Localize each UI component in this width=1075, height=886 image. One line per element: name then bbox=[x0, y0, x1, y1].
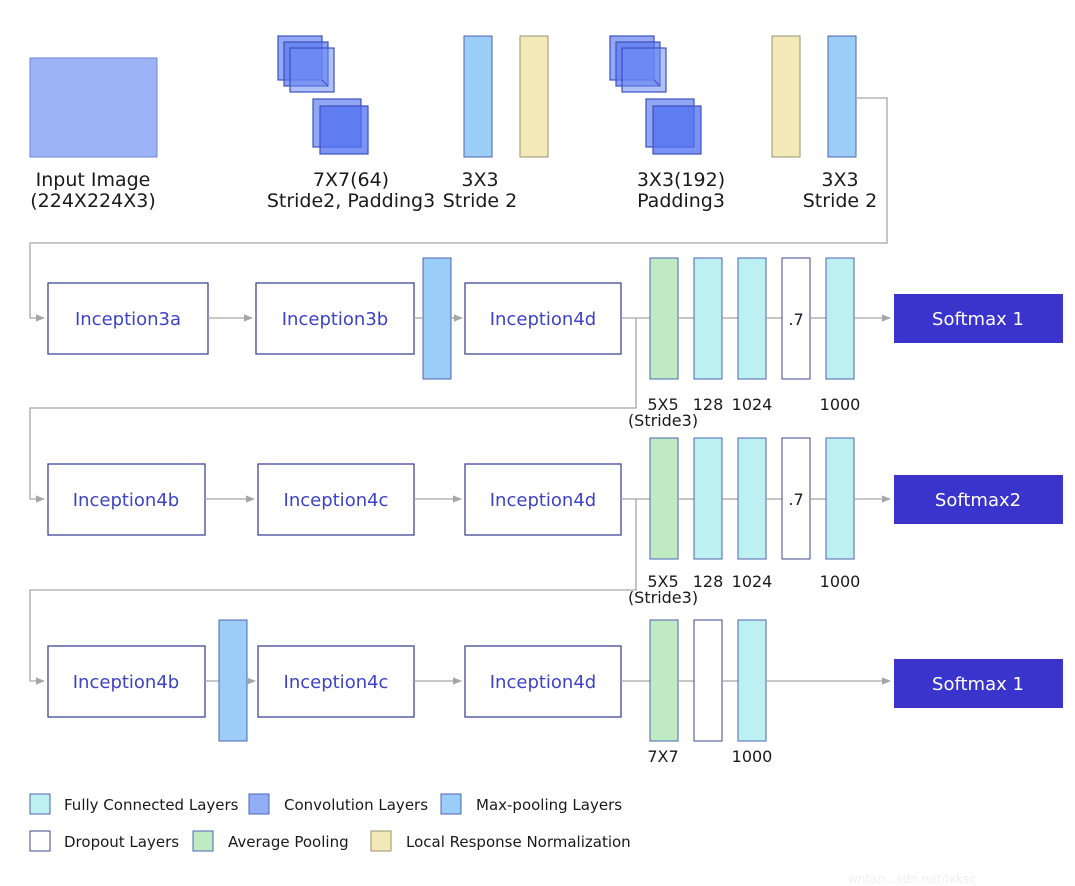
aux2-pool-size: 5X5 bbox=[647, 572, 678, 591]
dropout-aux1 bbox=[781, 257, 811, 380]
inception4c-label: Inception4c bbox=[284, 490, 389, 511]
softmax1-box bbox=[894, 294, 1063, 343]
inception4d-box bbox=[464, 463, 622, 536]
legend-label-max-pooling: Max-pooling Layers bbox=[476, 796, 622, 814]
avgpool-aux2 bbox=[649, 437, 679, 560]
conv1-layer-stack bbox=[277, 35, 369, 155]
input-label-2: (224X224X3) bbox=[30, 190, 155, 212]
aux1-fc3-size: 1000 bbox=[820, 395, 861, 414]
inception4b-label: Inception4b bbox=[73, 490, 179, 511]
fc-128-aux2 bbox=[693, 437, 723, 560]
fc-1024-aux1 bbox=[737, 257, 767, 380]
inception4b-box bbox=[47, 463, 206, 536]
pool2-label-1: 3X3 bbox=[821, 169, 858, 191]
maxpool-2 bbox=[827, 35, 857, 158]
legend-label-lrn: Local Response Normalization bbox=[406, 833, 631, 851]
maxpool-3 bbox=[422, 257, 452, 380]
row-2: Inception4b Inception4c Inception4d .7 S… bbox=[29, 437, 1063, 685]
main-fc-size: 1000 bbox=[732, 747, 773, 766]
row2-to-row3-connector bbox=[29, 499, 637, 685]
legend-swatch-dropout bbox=[29, 830, 51, 852]
fc-128-aux1 bbox=[693, 257, 723, 380]
fc-1000-aux1 bbox=[825, 257, 855, 380]
dropout-main bbox=[693, 619, 723, 742]
softmax1-label: Softmax 1 bbox=[932, 309, 1024, 330]
lrn-2 bbox=[771, 35, 801, 158]
legend-swatch-convolution bbox=[248, 793, 270, 815]
legend-label-average-pooling: Average Pooling bbox=[228, 833, 349, 851]
inception4c-box bbox=[257, 645, 415, 718]
inception4d-label: Inception4d bbox=[490, 490, 596, 511]
conv2-label-1: 3X3(192) bbox=[637, 169, 725, 191]
row1-to-row2-connector bbox=[29, 318, 637, 503]
pool2-label-2: Stride 2 bbox=[803, 190, 877, 212]
legend-label-convolution: Convolution Layers bbox=[284, 796, 428, 814]
inception4b-box bbox=[47, 645, 206, 718]
input-image-box bbox=[29, 57, 158, 158]
watermark: wntan...sdn.net/lxksc bbox=[848, 872, 976, 886]
dropout-aux1-label: .7 bbox=[788, 310, 803, 329]
pool1-label-2: Stride 2 bbox=[443, 190, 517, 212]
softmax2-box bbox=[894, 475, 1063, 524]
softmax2-label: Softmax2 bbox=[935, 490, 1021, 511]
inception4d-label: Inception4d bbox=[490, 309, 596, 330]
fc-1000-aux2 bbox=[825, 437, 855, 560]
input-label-1: Input Image bbox=[36, 169, 151, 191]
legend-label-fully-connected: Fully Connected Layers bbox=[64, 796, 239, 814]
inception4c-label: Inception4c bbox=[284, 672, 389, 693]
aux1-fc2-size: 1024 bbox=[732, 395, 773, 414]
inception4d-box bbox=[464, 645, 622, 718]
inception4c-box bbox=[257, 463, 415, 536]
legend-swatch-fully-connected bbox=[29, 793, 51, 815]
row-1: Inception3a Inception3b Inception4d .7 S… bbox=[29, 257, 1063, 503]
inception3a-label: Inception3a bbox=[75, 309, 181, 330]
aux2-fc2-size: 1024 bbox=[732, 572, 773, 591]
inception4d-label: Inception4d bbox=[490, 672, 596, 693]
dropout-aux2-label: .7 bbox=[788, 490, 803, 509]
inception3a-box bbox=[47, 282, 209, 355]
lrn-1 bbox=[519, 35, 549, 158]
aux2-pool-stride: (Stride3) bbox=[628, 588, 698, 607]
inception3b-label: Inception3b bbox=[282, 309, 388, 330]
top-row: Input Image (224X224X3) 7X7(64) Stride2,… bbox=[29, 35, 888, 322]
inception4d-box bbox=[464, 282, 622, 355]
inception4b-label: Inception4b bbox=[73, 672, 179, 693]
legend: Fully Connected Layers Convolution Layer… bbox=[29, 793, 631, 852]
row-3: Inception4b Inception4c Inception4d Soft… bbox=[47, 619, 1063, 766]
conv1-label-1: 7X7(64) bbox=[313, 169, 389, 191]
softmax3-label: Softmax 1 bbox=[932, 674, 1024, 695]
conv2-layer-stack bbox=[609, 35, 702, 155]
aux1-pool-size: 5X5 bbox=[647, 395, 678, 414]
legend-label-dropout: Dropout Layers bbox=[64, 833, 179, 851]
dropout-aux2 bbox=[781, 437, 811, 560]
pool1-label-1: 3X3 bbox=[461, 169, 498, 191]
aux1-pool-stride: (Stride3) bbox=[628, 411, 698, 430]
legend-swatch-lrn bbox=[370, 830, 392, 852]
legend-swatch-average-pooling bbox=[192, 830, 214, 852]
aux1-fc1-size: 128 bbox=[693, 395, 724, 414]
fc-1024-aux2 bbox=[737, 437, 767, 560]
fc-1000-main bbox=[737, 619, 767, 742]
maxpool-1 bbox=[463, 35, 493, 158]
legend-swatch-max-pooling bbox=[440, 793, 462, 815]
aux2-fc1-size: 128 bbox=[693, 572, 724, 591]
softmax3-box bbox=[894, 659, 1063, 708]
aux2-fc3-size: 1000 bbox=[820, 572, 861, 591]
conv2-label-2: Padding3 bbox=[637, 190, 725, 212]
conv1-label-2: Stride2, Padding3 bbox=[267, 190, 435, 212]
top-to-row1-connector bbox=[29, 97, 888, 322]
avgpool-aux1 bbox=[649, 257, 679, 380]
main-pool-size: 7X7 bbox=[647, 747, 678, 766]
avgpool-main bbox=[649, 619, 679, 742]
maxpool-4 bbox=[218, 619, 248, 742]
